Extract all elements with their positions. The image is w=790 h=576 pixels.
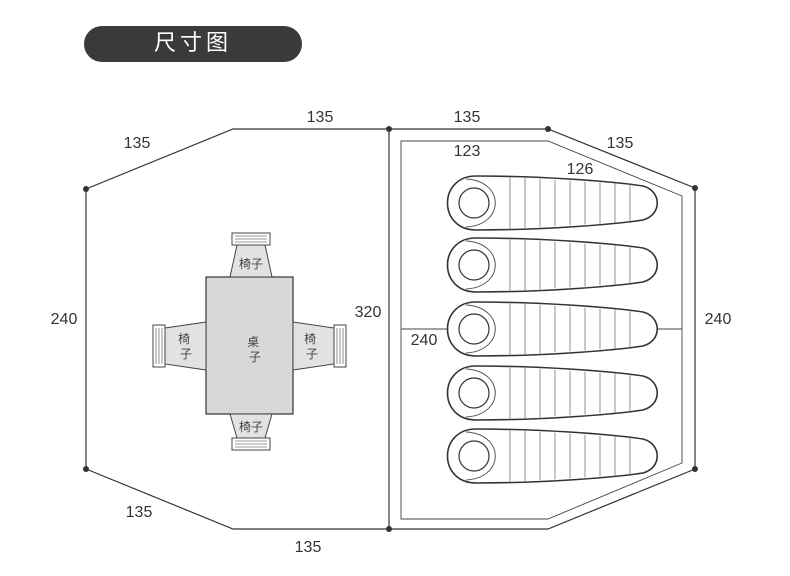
dim-left-height: 240 <box>51 311 78 328</box>
chair-right: 椅 子 <box>292 321 347 371</box>
svg-text:椅 子: 椅 子 <box>304 332 320 361</box>
chair-right-label-2: 子 <box>306 347 318 361</box>
svg-text:椅 子: 椅 子 <box>178 332 194 361</box>
chair-left-label-2: 子 <box>180 347 192 361</box>
title-banner: 尺寸图 <box>84 26 302 62</box>
chair-bottom: 椅子 <box>229 413 273 451</box>
table-label-2: 子 <box>249 350 261 364</box>
dim-bottom-left: 135 <box>295 539 322 556</box>
dim-right-height: 240 <box>705 311 732 328</box>
page-title: 尺寸图 <box>153 31 232 56</box>
table-rect <box>205 276 294 415</box>
dim-inner-top: 123 <box>454 143 481 160</box>
dim-top-left: 135 <box>307 109 334 126</box>
chair-bottom-label: 椅子 <box>239 420 263 434</box>
inner-tent-outline <box>400 140 683 520</box>
svg-text:桌 子: 桌 子 <box>247 335 263 364</box>
chair-left: 椅 子 <box>152 321 207 371</box>
dim-inner-width: 240 <box>411 332 438 349</box>
chair-right-label-1: 椅 <box>304 332 316 346</box>
dim-inner-bag: 126 <box>567 161 594 178</box>
sleeping-bag <box>446 175 659 231</box>
sleeping-bag <box>446 237 659 293</box>
sleeping-bag <box>446 365 659 421</box>
sleeping-bags <box>446 175 659 484</box>
dim-top-right-slant: 135 <box>607 135 634 152</box>
dim-top-left-slant: 135 <box>124 135 151 152</box>
vertex-dots <box>83 126 698 532</box>
sleeping-bag <box>446 301 659 357</box>
sleeping-bag <box>446 428 659 484</box>
chair-top: 椅子 <box>229 232 273 278</box>
dim-bottom-left-slant: 135 <box>126 504 153 521</box>
chair-top-label: 椅子 <box>239 257 263 271</box>
table-label-1: 桌 <box>247 335 259 349</box>
chair-left-label-1: 椅 <box>178 332 190 346</box>
dim-top-right: 135 <box>454 109 481 126</box>
dim-center-height: 320 <box>355 304 382 321</box>
